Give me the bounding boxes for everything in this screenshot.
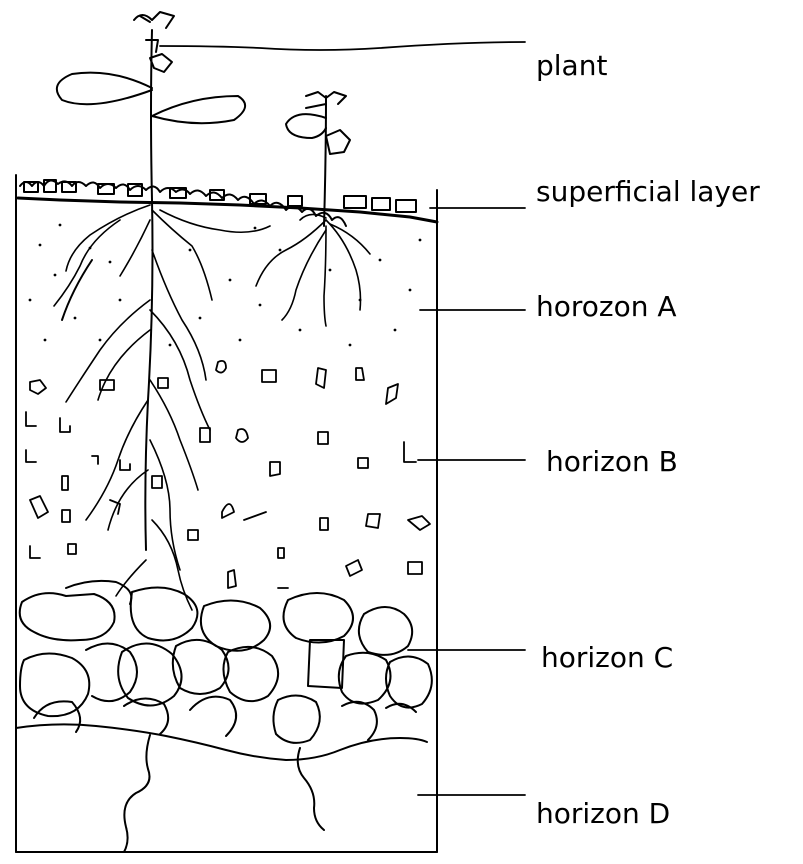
plant-main	[55, 11, 246, 551]
horizon-d-boundary	[15, 723, 428, 761]
label-superficial-layer: superficial layer	[536, 175, 760, 208]
horizon-c-rocks	[18, 579, 433, 744]
plant-main-roots	[53, 204, 271, 611]
label-horizon-c: horizon C	[541, 641, 674, 674]
plant-small	[285, 91, 351, 227]
plant-small-roots	[255, 213, 371, 327]
horizon-a-dots	[28, 223, 422, 347]
soil-column-outline	[15, 174, 438, 853]
label-plant: plant	[536, 49, 608, 82]
label-horizon-a: horozon A	[536, 290, 677, 323]
horizon-d-cracks	[123, 734, 325, 853]
leader-lines	[159, 41, 526, 796]
horizon-b-pebbles	[25, 359, 431, 589]
label-horizon-d: horizon D	[536, 797, 671, 830]
label-horizon-b: horizon B	[546, 445, 678, 478]
superficial-layer-band	[16, 179, 439, 227]
